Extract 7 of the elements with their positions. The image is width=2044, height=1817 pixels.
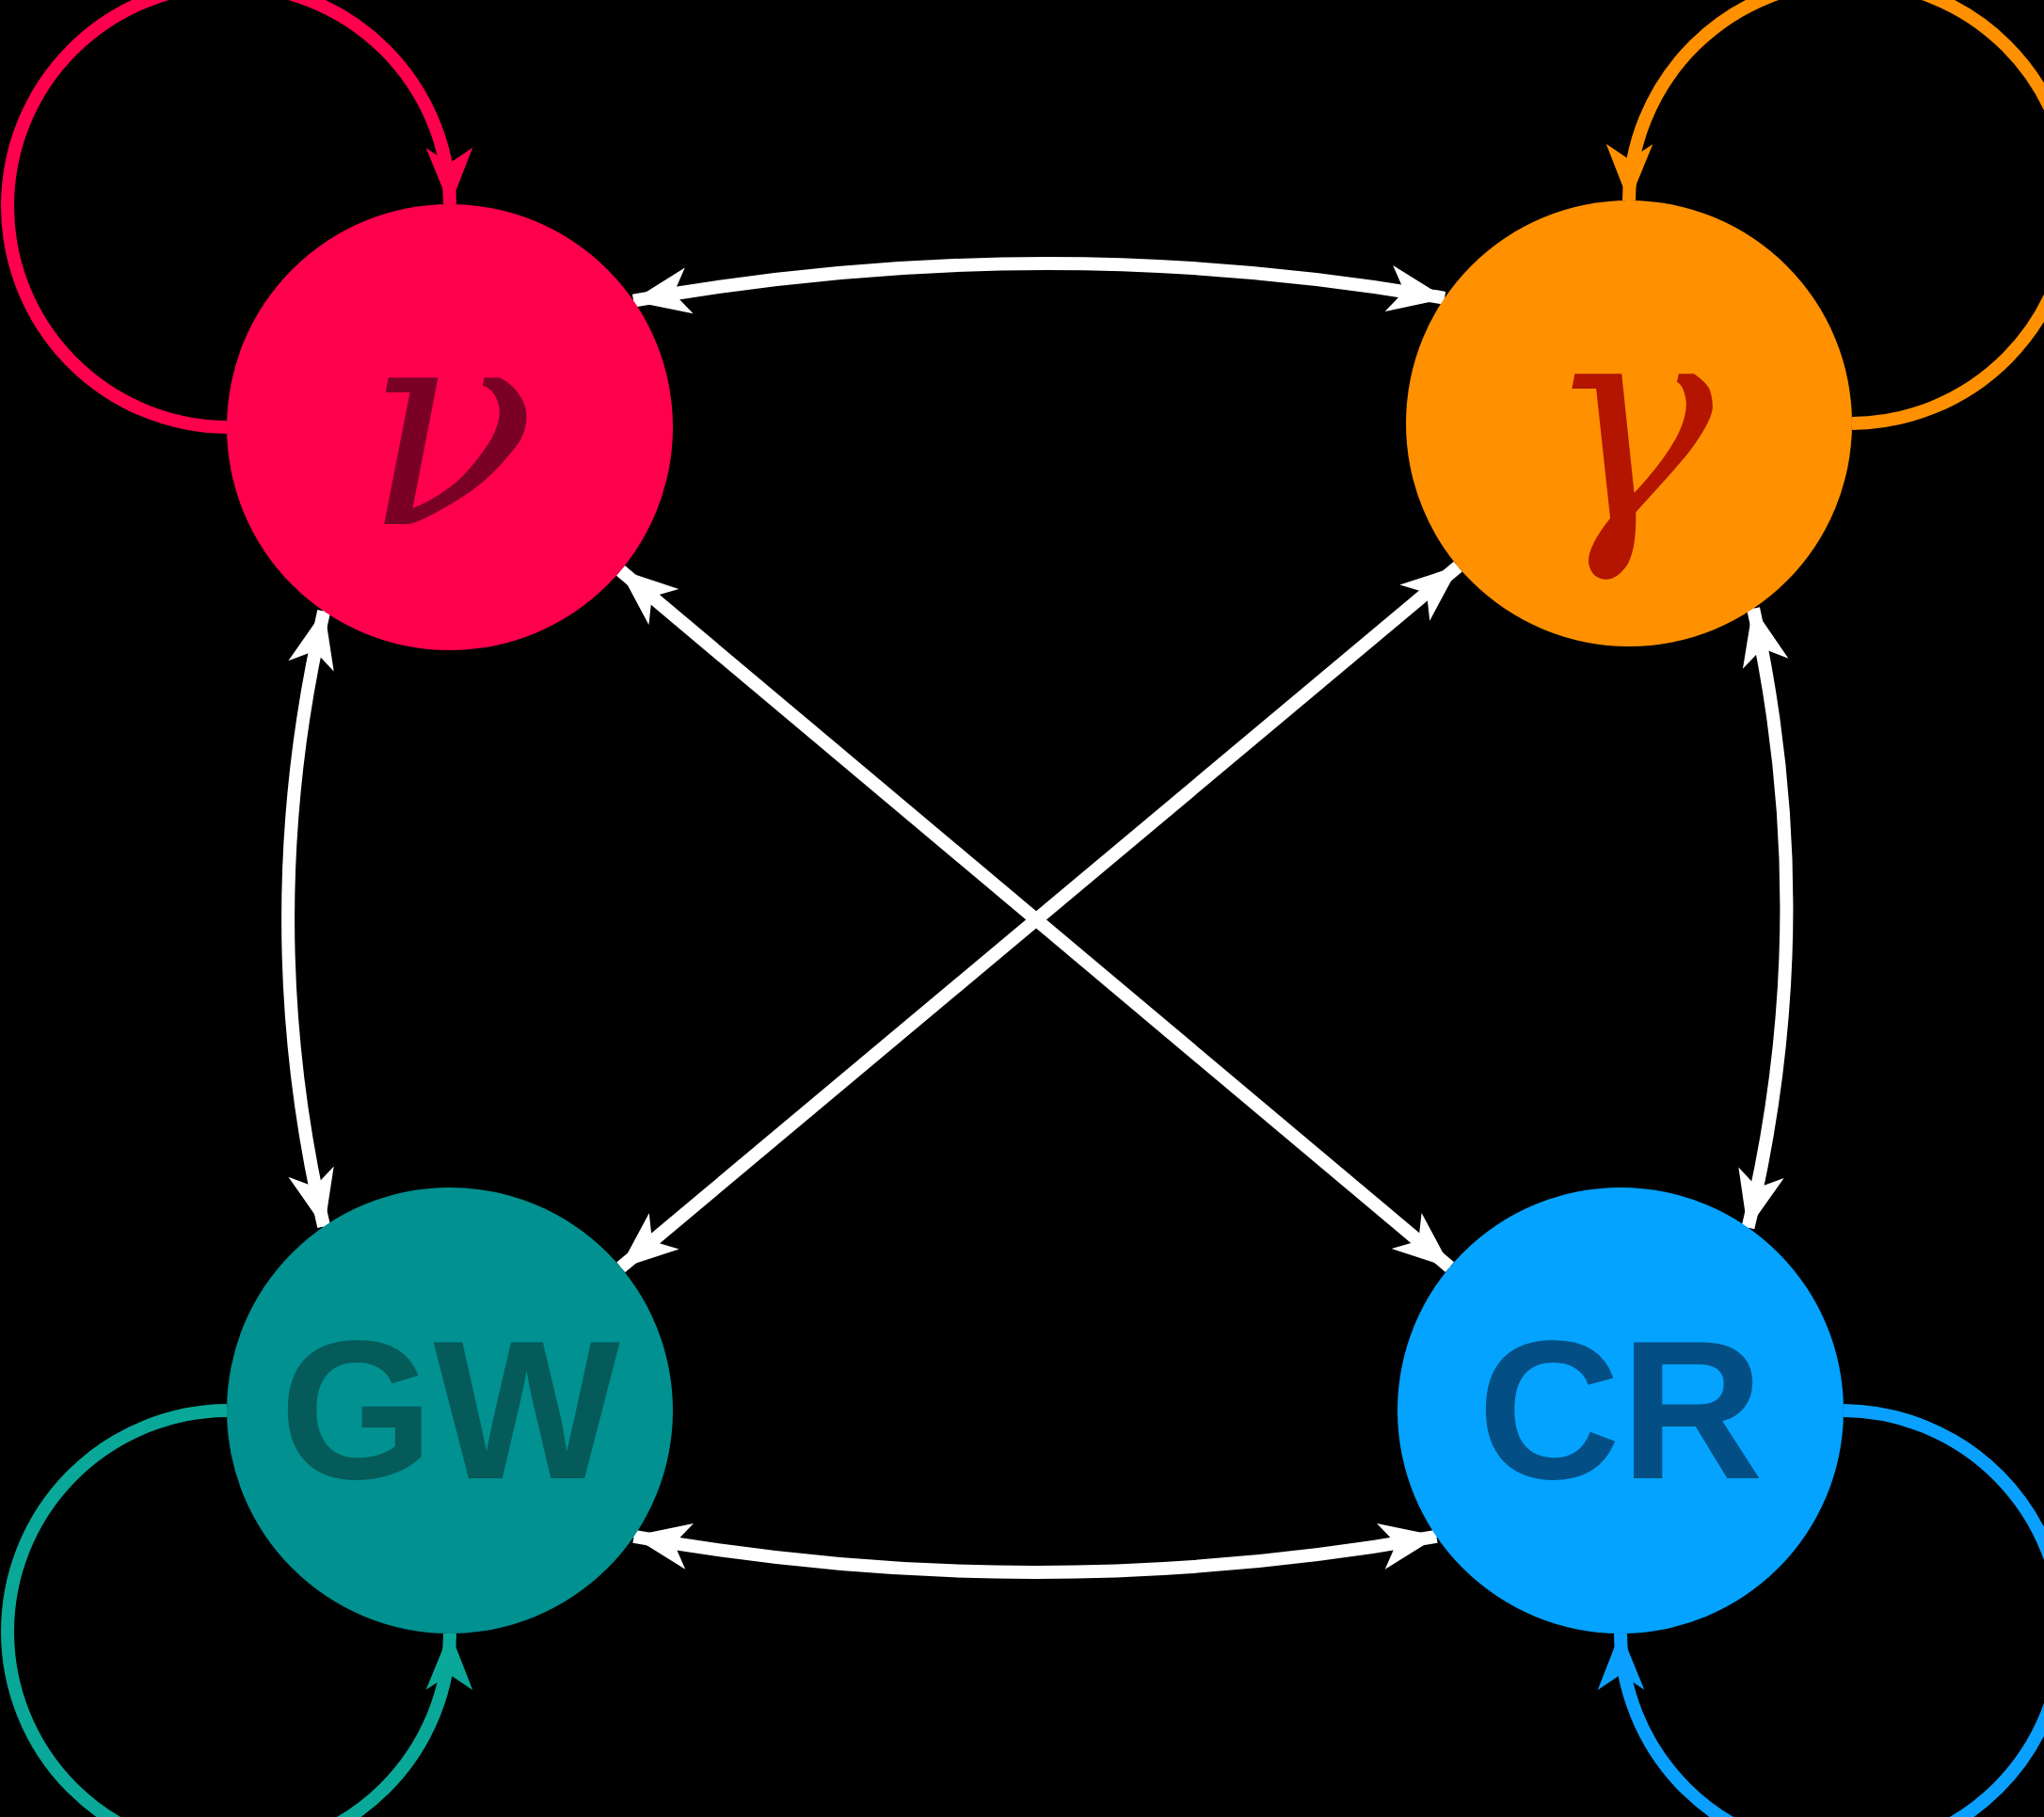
double-arrow: [631, 257, 1446, 315]
acronym-node: CR: [1397, 1187, 1844, 1634]
greek-letter-node: ν: [227, 204, 673, 650]
greek-letter-node: γ: [1406, 200, 1852, 646]
double-arrow: [631, 1522, 1439, 1579]
double-arrow: [1737, 606, 1794, 1230]
double-arrow: [281, 609, 335, 1229]
